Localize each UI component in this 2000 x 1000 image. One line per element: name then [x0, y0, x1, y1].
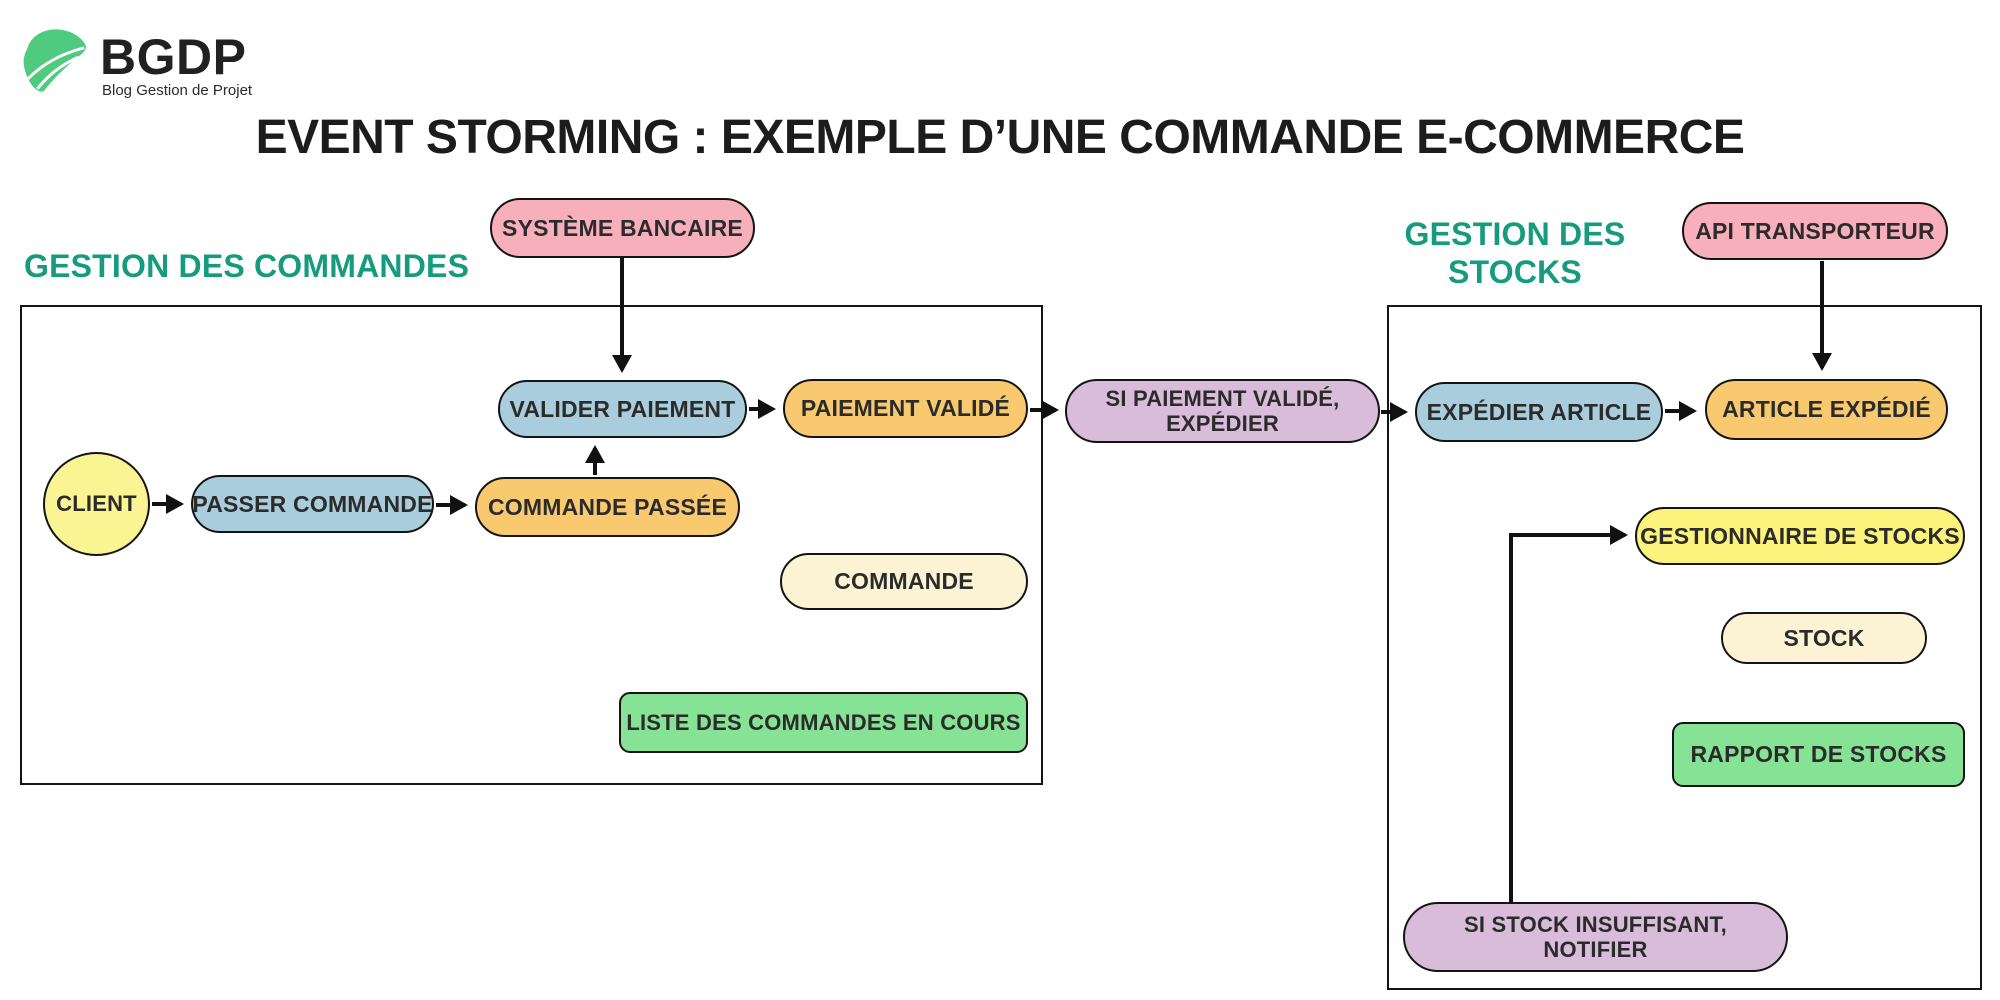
node-label-line2: EXPÉDIER: [1166, 411, 1279, 436]
node-commande: COMMANDE: [780, 553, 1028, 610]
node-rapport-de-stocks: RAPPORT DE STOCKS: [1672, 722, 1965, 787]
node-valider-paiement: VALIDER PAIEMENT: [498, 380, 747, 438]
node-label: API TRANSPORTEUR: [1695, 217, 1935, 244]
leaf-icon: [23, 29, 86, 92]
node-label: PAIEMENT VALIDÉ: [800, 395, 1011, 421]
node-si-stock-insuffisant-notifier: SI STOCK INSUFFISANT, NOTIFIER: [1403, 902, 1788, 972]
node-label-line2: NOTIFIER: [1543, 937, 1648, 962]
logo-brand-text: BGDP: [100, 29, 247, 85]
commandes-section-frame: [20, 305, 1043, 785]
node-passer-commande: PASSER COMMANDE: [191, 475, 434, 533]
node-stock: STOCK: [1721, 612, 1927, 664]
node-expedier-article: EXPÉDIER ARTICLE: [1415, 382, 1663, 442]
node-commande-passee: COMMANDE PASSÉE: [475, 477, 740, 537]
node-label: GESTIONNAIRE DE STOCKS: [1640, 522, 1960, 549]
node-label: COMMANDE PASSÉE: [488, 493, 727, 520]
node-label-line1: SI STOCK INSUFFISANT,: [1464, 911, 1727, 937]
node-liste-commandes-en-cours: LISTE DES COMMANDES EN COURS: [619, 692, 1028, 753]
section-header-commandes: GESTION DES COMMANDES: [24, 248, 470, 284]
node-label: COMMANDE: [834, 568, 974, 594]
node-article-expedie: ARTICLE EXPÉDIÉ: [1705, 379, 1948, 440]
node-systeme-bancaire: SYSTÈME BANCAIRE: [490, 198, 755, 258]
node-label: STOCK: [1783, 624, 1865, 651]
node-client: CLIENT: [43, 452, 150, 556]
node-label: EXPÉDIER ARTICLE: [1426, 398, 1652, 425]
node-label: LISTE DES COMMANDES EN COURS: [626, 709, 1021, 735]
node-label: VALIDER PAIEMENT: [509, 395, 736, 422]
node-label: PASSER COMMANDE: [192, 490, 433, 517]
node-gestionnaire-de-stocks: GESTIONNAIRE DE STOCKS: [1635, 507, 1965, 565]
node-paiement-valide: PAIEMENT VALIDÉ: [783, 379, 1028, 438]
node-label: SYSTÈME BANCAIRE: [502, 214, 743, 241]
logo-tagline: Blog Gestion de Projet: [102, 82, 253, 99]
node-si-paiement-valide-expedier: SI PAIEMENT VALIDÉ, EXPÉDIER: [1065, 379, 1380, 443]
node-label: ARTICLE EXPÉDIÉ: [1722, 396, 1931, 422]
section-header-stocks: GESTION DES STOCKS: [1404, 216, 1626, 290]
node-label: CLIENT: [56, 491, 137, 516]
node-label: RAPPORT DE STOCKS: [1690, 741, 1947, 767]
stocks-section-frame: [1387, 305, 1982, 990]
node-label-line1: SI PAIEMENT VALIDÉ,: [1105, 385, 1340, 411]
page-title: EVENT STORMING : EXEMPLE D’UNE COMMANDE …: [255, 111, 1745, 164]
logo: BGDP Blog Gestion de Projet: [18, 20, 318, 105]
node-api-transporteur: API TRANSPORTEUR: [1682, 202, 1948, 260]
